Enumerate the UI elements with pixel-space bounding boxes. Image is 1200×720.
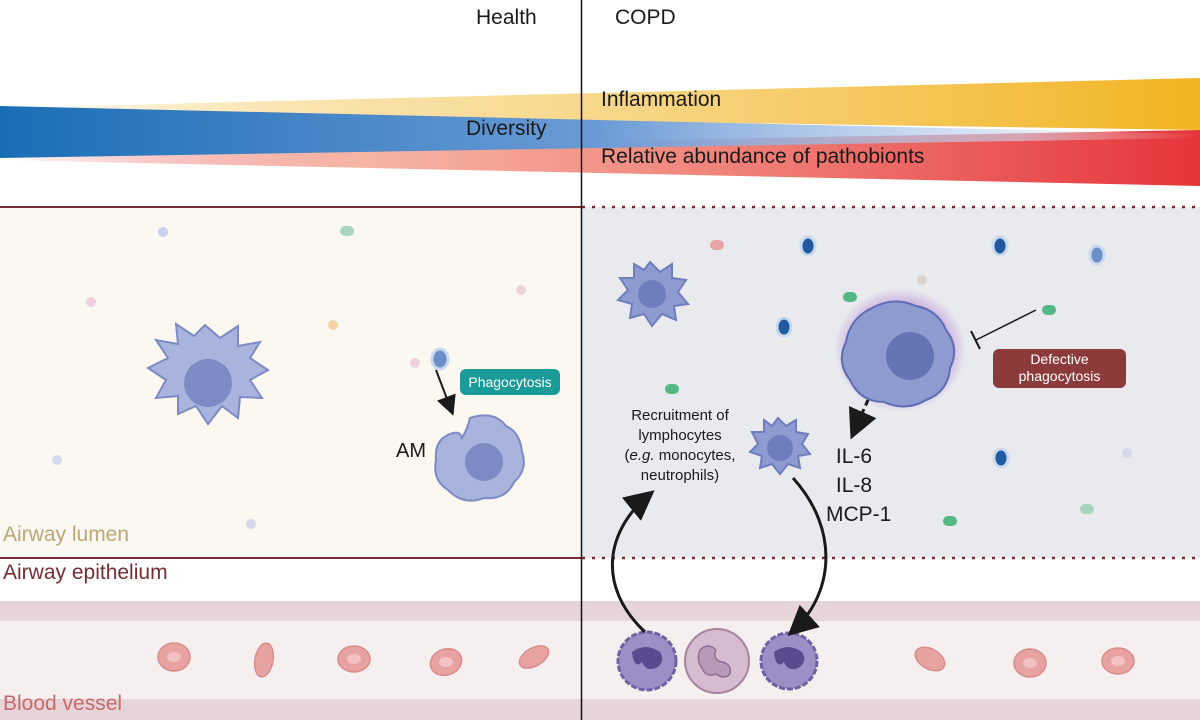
- inflammation-band: [0, 78, 1200, 130]
- recruitment-line3-rest: monocytes,: [654, 447, 736, 464]
- health-bacteria: [52, 226, 526, 529]
- copd-monocyte-lumen: [748, 416, 812, 476]
- pathobionts-label: Relative abundance of pathobionts: [601, 145, 925, 168]
- inflammation-label: Inflammation: [601, 88, 722, 111]
- inhibition-line: [975, 309, 1037, 341]
- recruitment-line2: lymphocytes: [638, 427, 722, 444]
- monocyte-right: [759, 631, 819, 691]
- alveolar-macrophage-am: [434, 369, 525, 502]
- cytokine-list: IL-6 IL-8 MCP-1: [826, 442, 892, 529]
- cytokine-il8: IL-8: [835, 474, 873, 497]
- copd-macrophage-defective: [834, 288, 1037, 440]
- recruitment-arrow-down: [787, 476, 828, 637]
- phagocytosis-arrow: [435, 369, 456, 416]
- diversity-band: [0, 106, 1200, 158]
- alveolar-macrophage-spiky: [146, 321, 270, 426]
- cytokine-il6: IL-6: [835, 445, 873, 468]
- defective-badge-line2: phagocytosis: [1018, 368, 1101, 384]
- recruitment-line3: (e.g. monocytes,: [624, 447, 736, 464]
- blood-vessel: [0, 601, 1200, 720]
- monocyte-left: [616, 630, 678, 692]
- cytokine-arrow: [848, 399, 877, 440]
- cytokine-mcp1: MCP-1: [826, 503, 892, 526]
- recruitment-eg: e.g.: [629, 447, 655, 464]
- inhibition-bar: [970, 330, 981, 350]
- gradient-bands: [0, 78, 1200, 186]
- defective-phagocytosis-badge: Defective phagocytosis: [993, 349, 1126, 388]
- recruitment-line4: neutrophils): [640, 467, 720, 484]
- am-label: AM: [396, 440, 426, 462]
- airway-epithelium-label: Airway epithelium: [3, 561, 168, 584]
- defective-badge-line1: Defective: [1030, 351, 1089, 367]
- phagocytosis-badge: Phagocytosis: [460, 369, 560, 395]
- recruitment-text: Recruitment of lymphocytes (e.g. monocyt…: [611, 406, 749, 486]
- copd-heading: COPD: [615, 6, 676, 29]
- neutrophil: [684, 628, 750, 694]
- blood-vessel-label: Blood vessel: [3, 692, 123, 715]
- diversity-label: Diversity: [466, 117, 547, 140]
- recruitment-line1: Recruitment of: [631, 407, 729, 424]
- pathobionts-band: [0, 130, 1200, 186]
- rbc-centers: [167, 652, 1125, 668]
- airway-lumen-label: Airway lumen: [3, 523, 130, 546]
- copd-bacteria: [665, 235, 1132, 526]
- copd-macrophage-small: [616, 260, 690, 328]
- recruitment-arrow-up: [611, 490, 655, 634]
- health-heading: Health: [476, 6, 537, 29]
